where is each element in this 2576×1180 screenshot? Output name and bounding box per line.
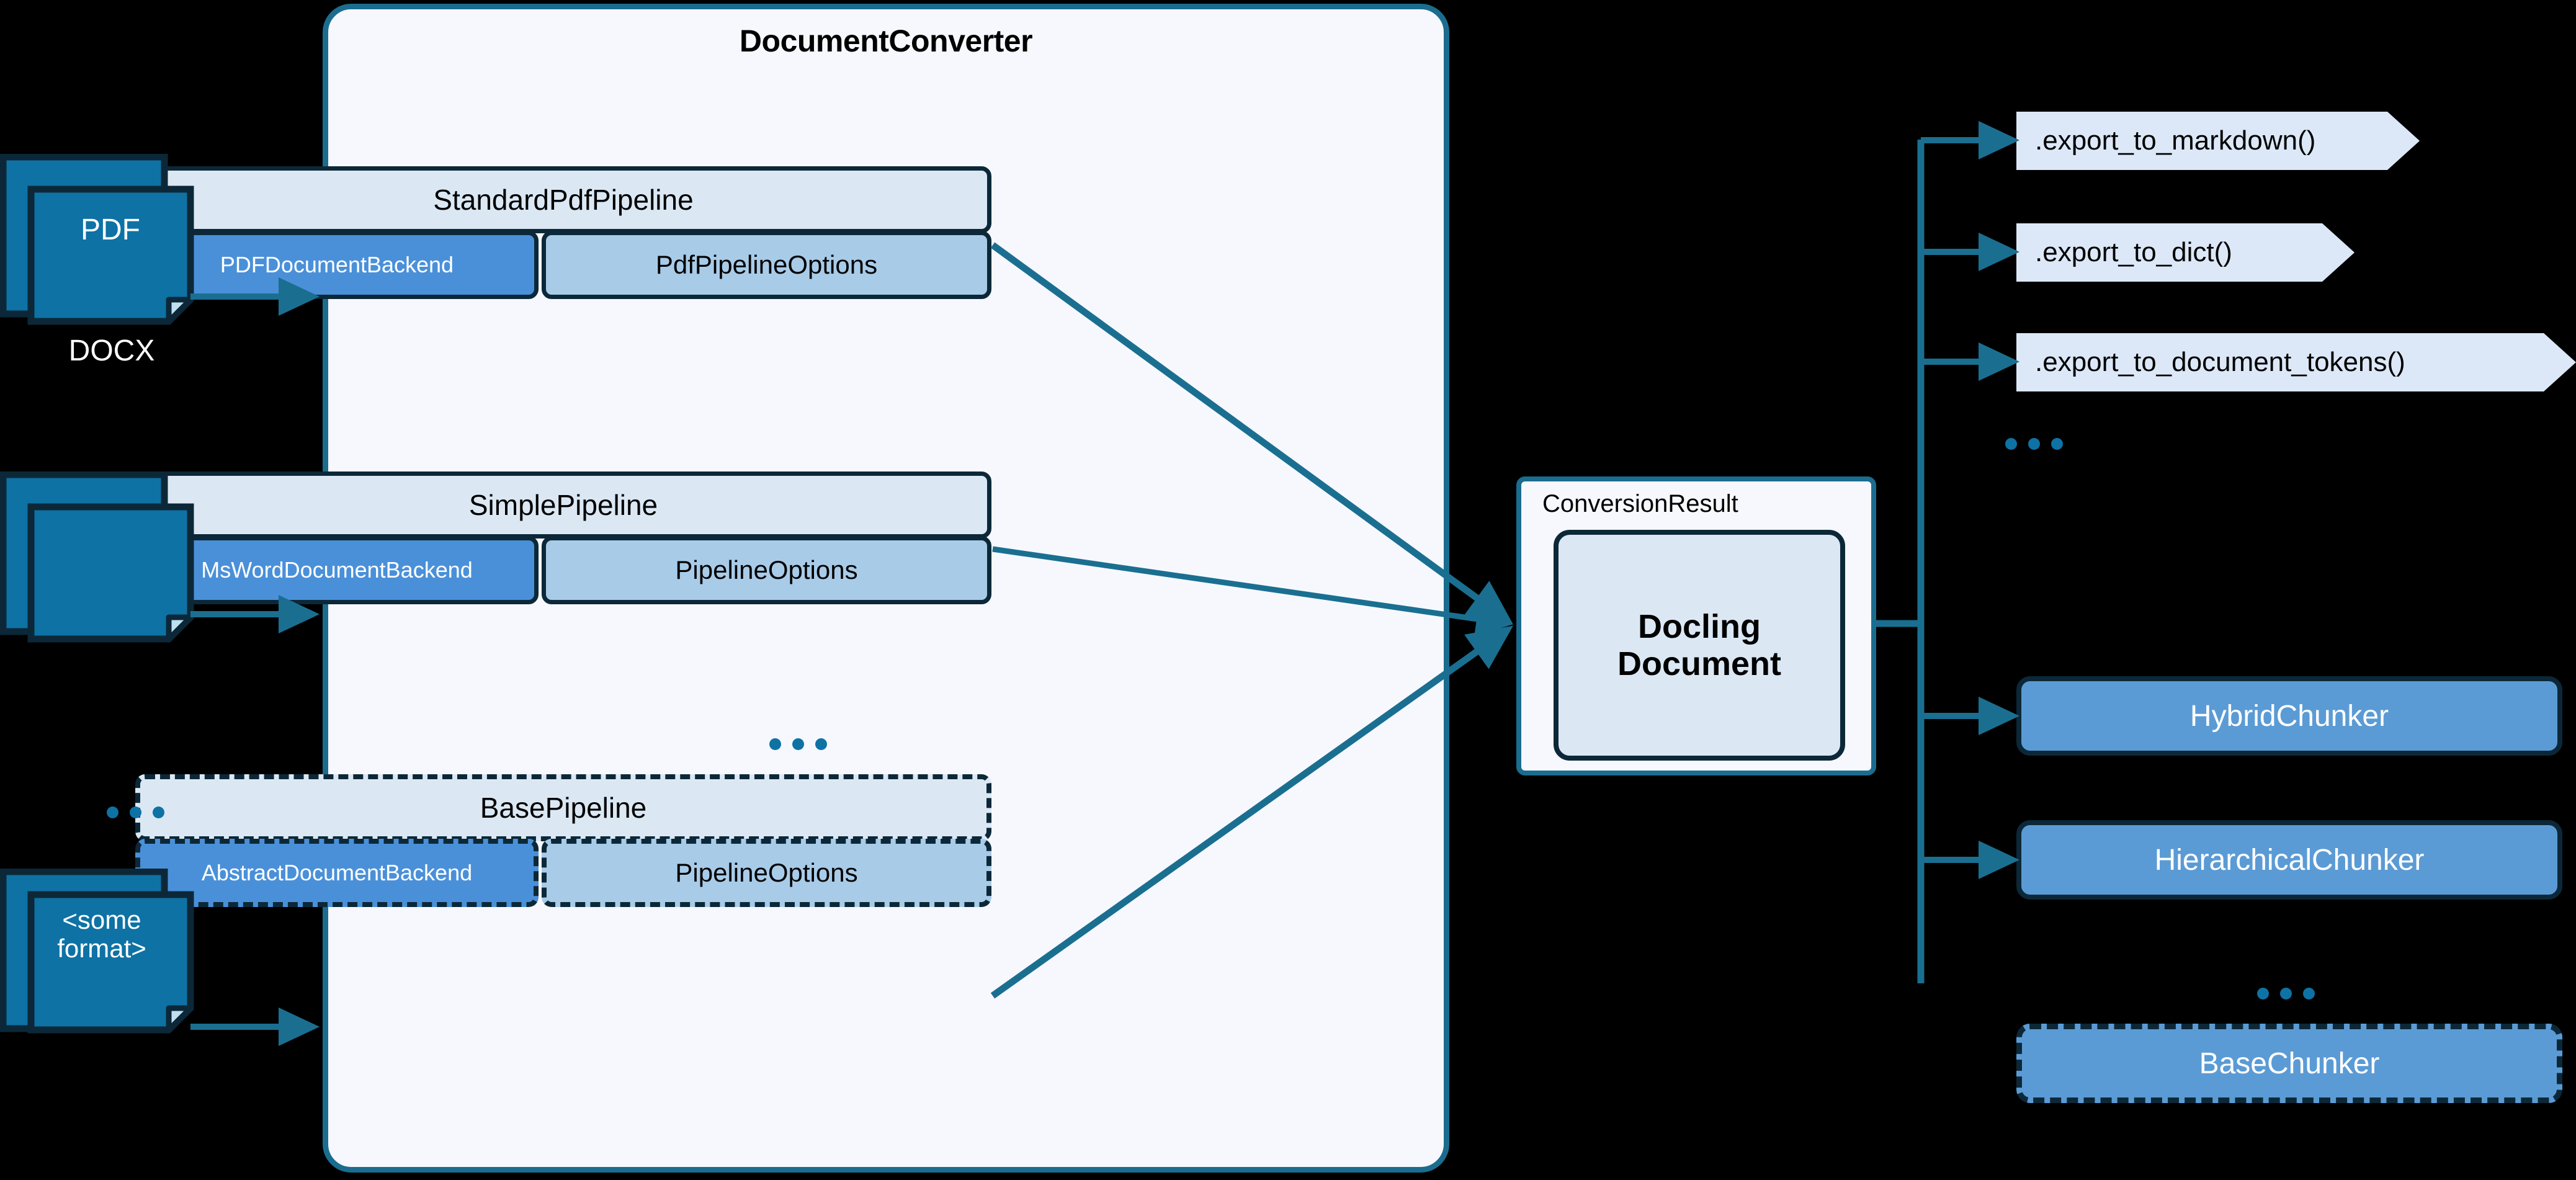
- pipeline-name-simple: SimplePipeline: [135, 472, 991, 539]
- pipeline-group-base[interactable]: BasePipeline AbstractDocumentBackend Pip…: [135, 774, 991, 907]
- pipeline-name-base: BasePipeline: [135, 774, 991, 841]
- pipelines-ellipsis: [769, 738, 827, 750]
- backend-box-base: AbstractDocumentBackend: [135, 839, 539, 907]
- export-to-document-tokens-shape[interactable]: .export_to_document_tokens(): [2016, 333, 2576, 391]
- pipeline-name-standard: StandardPdfPipeline: [135, 166, 991, 233]
- export-to-dict-shape[interactable]: .export_to_dict(): [2016, 223, 2355, 282]
- docx-document-icon: [0, 472, 194, 643]
- pipeline-subrow-base: AbstractDocumentBackend PipelineOptions: [135, 839, 991, 907]
- pipeline-subrow-standard: PDFDocumentBackend PdfPipelineOptions: [135, 231, 991, 299]
- page-title: DocumentConverter: [739, 24, 1033, 58]
- export-to-markdown-shape[interactable]: .export_to_markdown(): [2016, 112, 2420, 170]
- options-box-standard: PdfPipelineOptions: [542, 231, 991, 299]
- options-box-base: PipelineOptions: [542, 839, 991, 907]
- chunker-hybrid[interactable]: HybridChunker: [2016, 676, 2562, 756]
- pipeline-group-standard[interactable]: StandardPdfPipeline PDFDocumentBackend P…: [135, 166, 991, 299]
- pipeline-subrow-simple: MsWordDocumentBackend PipelineOptions: [135, 536, 991, 604]
- chunkers-ellipsis: [2257, 988, 2315, 999]
- exports-ellipsis: [2005, 438, 2063, 450]
- pipeline-group-simple[interactable]: SimplePipeline MsWordDocumentBackend Pip…: [135, 472, 991, 604]
- chunker-hierarchical[interactable]: HierarchicalChunker: [2016, 820, 2562, 900]
- backend-box-standard: PDFDocumentBackend: [135, 231, 539, 299]
- options-box-simple: PipelineOptions: [542, 536, 991, 604]
- inputs-ellipsis: [107, 807, 164, 818]
- pdf-document-icon: [0, 154, 194, 325]
- chunker-base[interactable]: BaseChunker: [2016, 1024, 2562, 1103]
- conversion-result-label: ConversionResult: [1542, 490, 1738, 517]
- some-format-document-icon: [0, 869, 194, 1034]
